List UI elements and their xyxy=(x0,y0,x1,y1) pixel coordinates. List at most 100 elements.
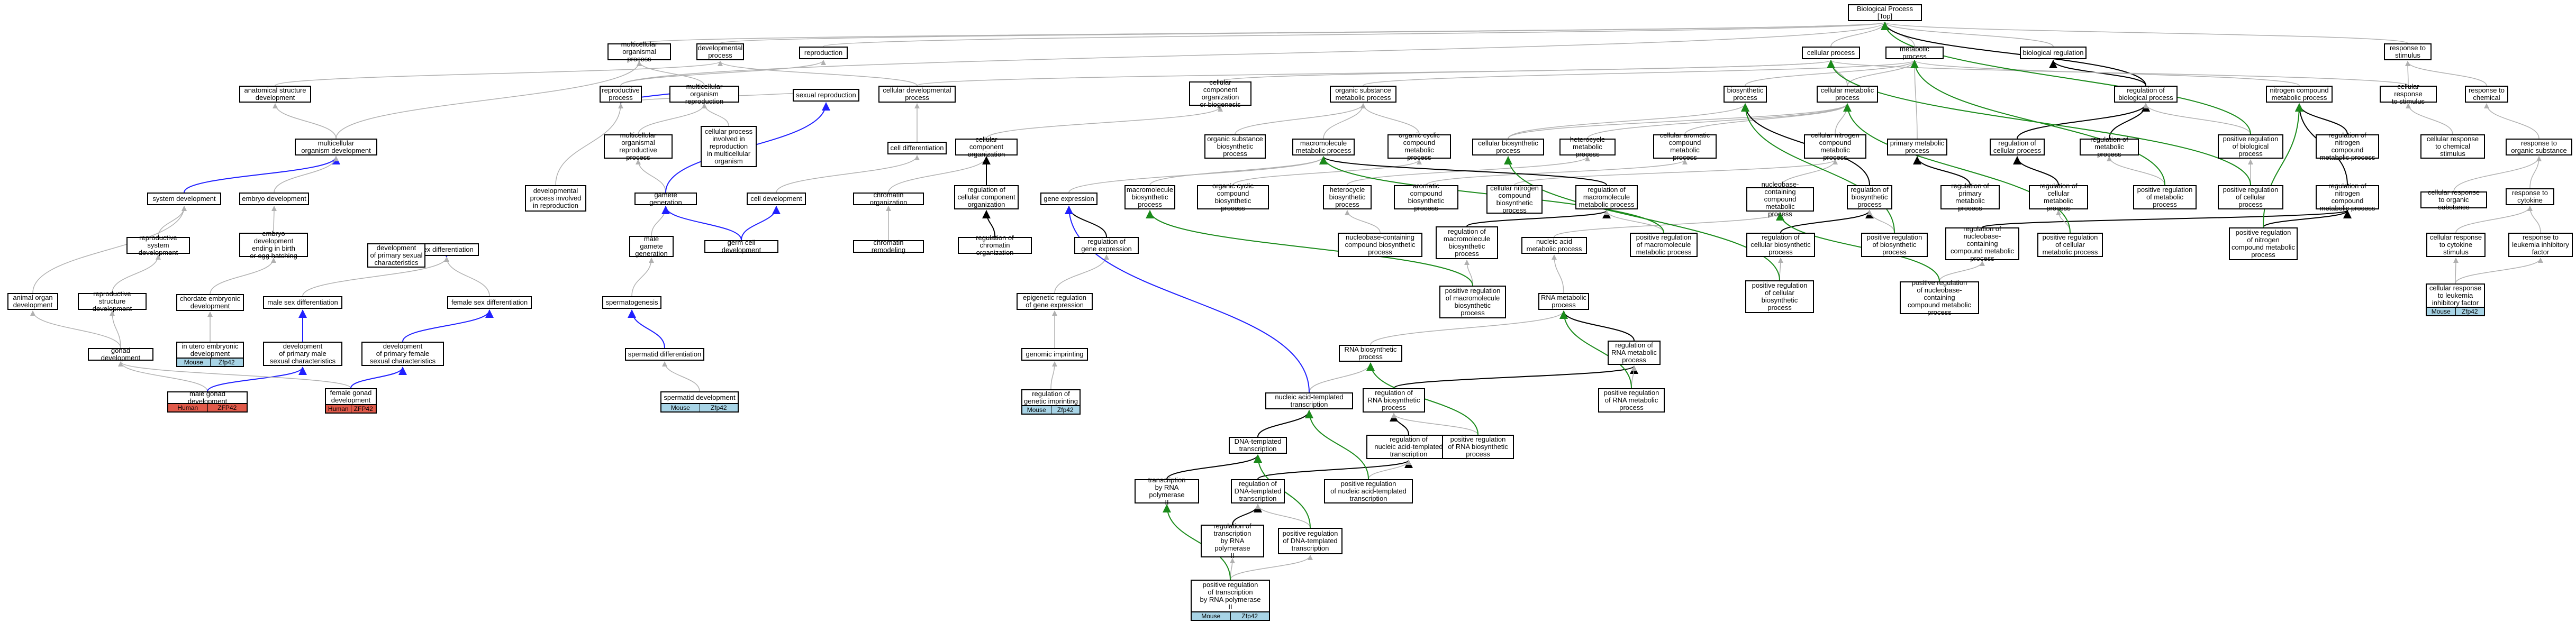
go-term-multicellular-organism-reproduction[interactable]: multicellular organism reproduction xyxy=(669,83,739,105)
go-term-in-utero-embryonic-development[interactable]: in utero embryonic development xyxy=(176,342,244,359)
go-term-nucleobase-containing-compound-biosynthetic-process[interactable]: nucleobase-containing compound biosynthe… xyxy=(1338,233,1422,257)
go-term-spermatogenesis[interactable]: spermatogenesis xyxy=(602,296,661,309)
go-term-cellular-nitrogen-compound-metabolic-process[interactable]: cellular nitrogen compound metabolic pro… xyxy=(1804,132,1866,161)
go-term-primary-metabolic-process[interactable]: primary metabolic process xyxy=(1887,139,1947,155)
go-term-positive-regulation-of-biosynthetic-process[interactable]: positive regulation of biosynthetic proc… xyxy=(1861,233,1928,257)
go-term-male-sex-differentiation[interactable]: male sex differentiation xyxy=(263,296,342,309)
go-term-developmental-process-involved-in-reproduction[interactable]: developmental process involved in reprod… xyxy=(525,185,586,212)
go-term-nucleobase-containing-compound-metabolic-process[interactable]: nucleobase-containing compound metabolic… xyxy=(1746,181,1814,218)
go-term-positive-regulation-of-nucleic-acid-templated-transcription[interactable]: positive regulation of nucleic acid-temp… xyxy=(1324,479,1413,503)
go-term-cellular-biosynthetic-process[interactable]: cellular biosynthetic process xyxy=(1472,139,1544,155)
go-term-regulation-of-rna-biosynthetic-process[interactable]: regulation of RNA biosynthetic process xyxy=(1363,388,1425,413)
go-term-positive-regulation-of-dna-templated-transcription[interactable]: positive regulation of DNA-templated tra… xyxy=(1278,528,1343,554)
go-term-reproductive-system-development[interactable]: reproductive system development xyxy=(126,234,190,257)
go-term-bp[interactable]: Biological Process [Top] xyxy=(1848,4,1922,21)
go-term-regulation-of-cellular-biosynthetic-process[interactable]: regulation of cellular biosynthetic proc… xyxy=(1746,233,1815,257)
go-term-chromatin-remodeling[interactable]: chromatin remodeling xyxy=(853,239,924,254)
go-term-chordate-embryonic-development[interactable]: chordate embryonic development xyxy=(176,294,244,311)
go-term-reproductive-process[interactable]: reproductive process xyxy=(600,86,642,103)
go-term-spermatid-development[interactable]: spermatid development xyxy=(660,391,739,404)
go-term-male-gonad-development[interactable]: male gonad development xyxy=(167,390,248,405)
go-term-embryo-development[interactable]: embryo development xyxy=(239,193,309,205)
go-term-female-sex-differentiation[interactable]: female sex differentiation xyxy=(447,296,532,309)
go-term-cellular-developmental-process[interactable]: cellular developmental process xyxy=(878,86,956,103)
go-term-regulation-of-nitrogen-compound-metabolic-process-2[interactable]: regulation of nitrogen compound metaboli… xyxy=(2316,182,2379,212)
go-term-biosynthetic-process[interactable]: biosynthetic process xyxy=(1724,86,1767,103)
go-term-germ-cell-development[interactable]: germ cell development xyxy=(704,239,778,254)
go-term-response-to-cytokine[interactable]: response to cytokine xyxy=(2506,188,2554,205)
go-term-nucleic-acid-metabolic-process[interactable]: nucleic acid metabolic process xyxy=(1521,237,1587,254)
go-term-regulation-of-cellular-component-organization[interactable]: regulation of cellular component organiz… xyxy=(954,185,1019,209)
go-term-gonad-development[interactable]: gonad development xyxy=(88,347,153,362)
go-term-positive-regulation-of-metabolic-process[interactable]: positive regulation of metabolic process xyxy=(2133,185,2197,209)
go-term-response-to-organic-substance[interactable]: response to organic substance xyxy=(2506,139,2572,155)
go-term-anatomical-structure-development[interactable]: anatomical structure development xyxy=(239,86,311,103)
go-term-positive-regulation-of-biological-process[interactable]: positive regulation of biological proces… xyxy=(2218,134,2283,159)
go-term-regulation-of-genetic-imprinting[interactable]: regulation of genetic imprinting xyxy=(1021,389,1081,406)
go-term-regulation-of-biosynthetic-process[interactable]: regulation of biosynthetic process xyxy=(1847,185,1892,209)
go-term-cellular-process-involved-in-reproduction[interactable]: cellular process involved in reproductio… xyxy=(701,126,757,167)
go-term-regulation-of-macromolecule-metabolic-process[interactable]: regulation of macromolecule metabolic pr… xyxy=(1575,185,1638,209)
go-term-regulation-of-nitrogen-compound-metabolic-process[interactable]: regulation of nitrogen compound metaboli… xyxy=(2316,132,2379,161)
go-term-positive-regulation-of-nitrogen-compound-metabolic-process[interactable]: positive regulation of nitrogen compound… xyxy=(2229,227,2298,260)
go-term-aromatic-compound-biosynthetic-process[interactable]: aromatic compound biosynthetic process xyxy=(1394,182,1458,212)
go-term-cellular-response-to-stimulus[interactable]: cellular response to stimulus xyxy=(2380,83,2437,105)
go-term-cell-differentiation[interactable]: cell differentiation xyxy=(887,142,947,154)
go-term-nucleic-acid-templated-transcription[interactable]: nucleic acid-templated transcription xyxy=(1265,392,1353,409)
go-term-regulation-of-nucleobase-containing-compound-metabolic-process[interactable]: regulation of nucleobase-containing comp… xyxy=(1945,225,2019,262)
go-term-rna-metabolic-process[interactable]: RNA metabolic process xyxy=(1538,293,1589,310)
go-term-regulation-of-cellular-metabolic-process[interactable]: regulation of cellular metabolic process xyxy=(2029,182,2088,212)
go-term-heterocycle-biosynthetic-process[interactable]: heterocycle biosynthetic process xyxy=(1323,185,1372,209)
go-term-regulation-of-biological-process[interactable]: regulation of biological process xyxy=(2114,86,2178,103)
go-term-regulation-of-transcription-by-rna-polymerase-ii[interactable]: regulation of transcription by RNA polym… xyxy=(1201,523,1264,560)
go-term-positive-regulation-of-cellular-metabolic-process[interactable]: positive regulation of cellular metaboli… xyxy=(2037,233,2103,257)
go-term-organic-substance-metabolic-process[interactable]: organic substance metabolic process xyxy=(1330,86,1396,103)
go-term-positive-regulation-of-cellular-process[interactable]: positive regulation of cellular process xyxy=(2218,185,2283,209)
go-term-positive-regulation-of-transcription-by-rna-polymerase-ii[interactable]: positive regulation of transcription by … xyxy=(1191,580,1270,612)
go-term-regulation-of-nucleic-acid-templated-transcription[interactable]: regulation of nucleic acid-templated tra… xyxy=(1366,435,1451,459)
go-term-cellular-response-to-organic-substance[interactable]: cellular response to organic substance xyxy=(2420,189,2487,211)
go-term-metabolic-process[interactable]: metabolic process xyxy=(1885,45,1944,60)
go-term-cellular-process[interactable]: cellular process xyxy=(1802,47,1860,59)
go-term-cellular-response-to-leukemia-inhibitory-factor[interactable]: cellular response to leukemia inhibitory… xyxy=(2426,283,2485,308)
go-term-male-gamete-generation[interactable]: male gamete generation xyxy=(629,235,674,258)
go-term-multicellular-organismal-process[interactable]: multicellular organismal process xyxy=(607,41,671,63)
go-term-regulation-of-chromatin-organization[interactable]: regulation of chromatin organization xyxy=(958,234,1032,257)
go-term-regulation-of-metabolic-process[interactable]: regulation of metabolic process xyxy=(2080,136,2139,158)
go-term-development-of-primary-sexual-characteristics[interactable]: development of primary sexual characteri… xyxy=(367,243,425,268)
go-term-regulation-of-dna-templated-transcription[interactable]: regulation of DNA-templated transcriptio… xyxy=(1231,479,1285,503)
go-term-cellular-component-organization[interactable]: cellular component organization xyxy=(955,136,1018,158)
go-term-development-of-primary-male-sexual-characteristics[interactable]: development of primary male sexual chara… xyxy=(263,342,342,366)
go-term-female-gonad-development[interactable]: female gonad development xyxy=(325,388,377,405)
go-term-cellular-response-to-cytokine-stimulus[interactable]: cellular response to cytokine stimulus xyxy=(2426,233,2486,257)
go-term-biological-regulation[interactable]: biological regulation xyxy=(2020,47,2087,59)
go-term-regulation-of-gene-expression[interactable]: regulation of gene expression xyxy=(1074,237,1139,254)
go-term-multicellular-organismal-reproductive-process[interactable]: multicellular organismal reproductive pr… xyxy=(604,132,673,161)
go-term-multicellular-organism-development[interactable]: multicellular organism development xyxy=(295,139,377,155)
go-term-genomic-imprinting[interactable]: genomic imprinting xyxy=(1021,348,1088,361)
go-term-spermatid-differentiation[interactable]: spermatid differentiation xyxy=(625,348,704,361)
go-term-organic-cyclic-compound-metabolic-process[interactable]: organic cyclic compound metabolic proces… xyxy=(1387,132,1451,161)
go-term-cell-development[interactable]: cell development xyxy=(747,193,806,205)
go-term-developmental-process[interactable]: developmental process xyxy=(696,43,744,60)
go-term-epigenetic-regulation-of-gene-expression[interactable]: epigenetic regulation of gene expression xyxy=(1017,293,1093,310)
go-term-response-to-stimulus[interactable]: response to stimulus xyxy=(2384,43,2432,60)
go-term-positive-regulation-of-macromolecule-biosynthetic-process[interactable]: positive regulation of macromolecule bio… xyxy=(1439,286,1506,318)
go-term-positive-regulation-of-cellular-biosynthetic-process[interactable]: positive regulation of cellular biosynth… xyxy=(1745,280,1814,313)
go-term-positive-regulation-of-rna-biosynthetic-process[interactable]: positive regulation of RNA biosynthetic … xyxy=(1442,435,1514,459)
go-term-chromatin-organization[interactable]: chromatin organization xyxy=(853,191,924,206)
go-term-positive-regulation-of-nucleobase-containing-compound-metabolic-process[interactable]: positive regulation of nucleobase-contai… xyxy=(1900,279,1979,316)
go-term-gene-expression[interactable]: gene expression xyxy=(1040,193,1097,205)
go-term-regulation-of-cellular-process[interactable]: regulation of cellular process xyxy=(1990,139,2045,155)
go-term-regulation-of-macromolecule-biosynthetic-process[interactable]: regulation of macromolecule biosynthetic… xyxy=(1436,226,1498,259)
go-term-sexual-reproduction[interactable]: sexual reproduction xyxy=(793,89,859,102)
go-term-embryo-development-ending-in-birth[interactable]: embryo development ending in birth or eg… xyxy=(239,230,308,260)
go-term-cellular-response-to-chemical-stimulus[interactable]: cellular response to chemical stimulus xyxy=(2420,134,2485,159)
go-term-macromolecule-metabolic-process[interactable]: macromolecule metabolic process xyxy=(1292,139,1355,155)
go-term-positive-regulation-of-rna-metabolic-process[interactable]: positive regulation of RNA metabolic pro… xyxy=(1598,388,1665,413)
go-term-sex-differentiation[interactable]: sex differentiation xyxy=(414,243,479,256)
go-term-cellular-metabolic-process[interactable]: cellular metabolic process xyxy=(1817,86,1878,103)
go-term-animal-organ-development[interactable]: animal organ development xyxy=(7,293,58,310)
go-term-response-to-leukemia-inhibitory-factor[interactable]: response to leukemia inhibitory factor xyxy=(2508,233,2573,257)
go-term-organic-cyclic-compound-biosynthetic-process[interactable]: organic cyclic compound biosynthetic pro… xyxy=(1197,182,1269,212)
